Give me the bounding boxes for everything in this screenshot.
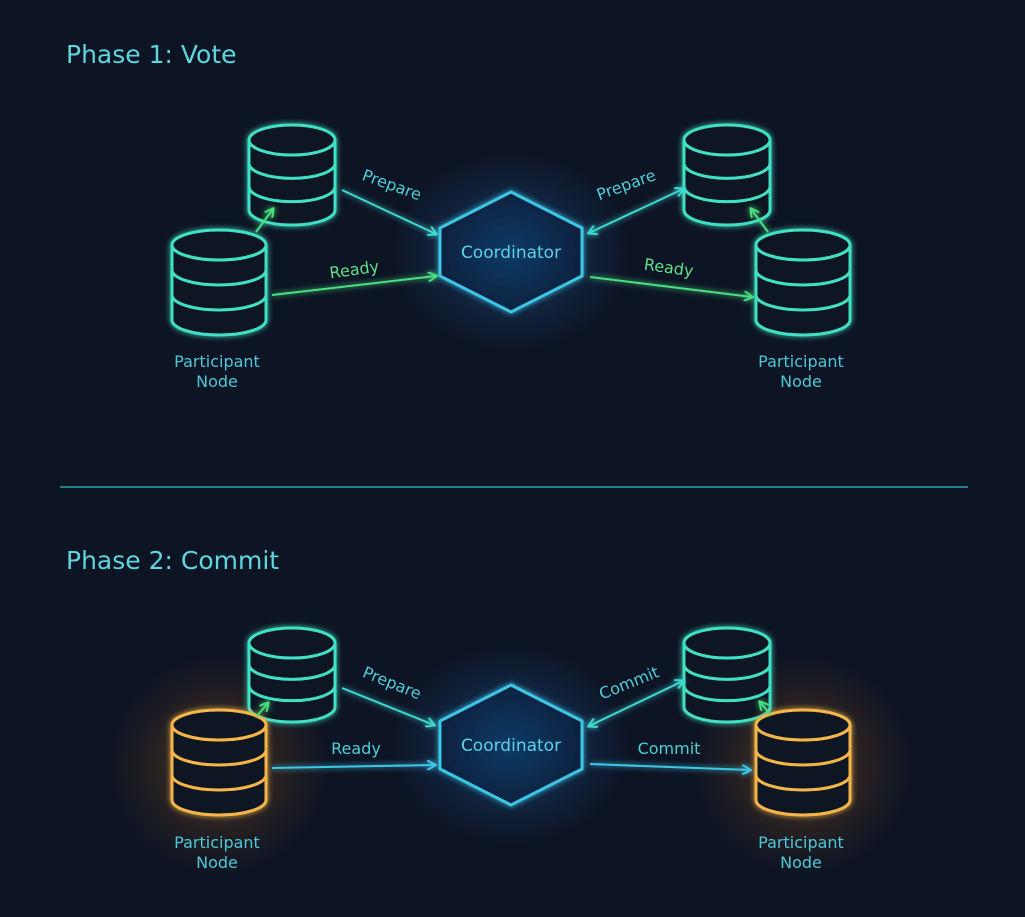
participant-label: Node [196, 853, 238, 872]
participant-label: Participant [758, 352, 844, 371]
arrow-ready-right [589, 276, 752, 297]
arrow-node-right [751, 209, 769, 233]
label-prepare-left: Prepare [360, 165, 424, 204]
coordinator-label: Coordinator [461, 243, 561, 263]
arrow-node-right [760, 702, 771, 715]
database-icon-replica-left [247, 123, 337, 227]
database-icon-participant-right [754, 228, 852, 337]
participant-label: Node [196, 372, 238, 391]
coordinator-hexagon [438, 190, 584, 314]
database-icon-replica-left [247, 626, 337, 724]
database-icon-participant-right [754, 708, 852, 817]
label-prepare-left: Prepare [360, 663, 424, 704]
coordinator-label: Coordinator [461, 736, 561, 756]
database-icon-participant-left [170, 708, 268, 817]
participant-label: Participant [174, 352, 260, 371]
coordinator-hexagon [438, 683, 584, 807]
label-prepare-right: Prepare [594, 165, 658, 204]
arrow-prepare-left [341, 687, 434, 725]
phase2-title: Phase 2: Commit [66, 546, 279, 575]
arrow-ready-left [271, 276, 436, 296]
participant-label: Node [780, 853, 822, 872]
label-ready-left: Ready [331, 739, 381, 758]
arrow-node-left [256, 703, 268, 717]
arrow-prepare-right [589, 189, 683, 233]
phase1-title: Phase 1: Vote [66, 40, 237, 69]
arrow-commit-right [589, 681, 683, 726]
arrow-ready-left [271, 765, 435, 768]
database-icon-participant-left [170, 228, 268, 337]
database-icon-replica-right [682, 123, 772, 227]
label-commit-right-bottom: Commit [638, 739, 701, 758]
arrow-prepare-left [341, 189, 436, 234]
label-commit-right: Commit [596, 662, 661, 703]
arrow-node-left [255, 209, 273, 233]
participant-label: Participant [758, 833, 844, 852]
participant-label: Participant [174, 833, 260, 852]
arrow-commit-right-bottom [589, 763, 750, 770]
label-ready-right: Ready [643, 255, 695, 281]
database-icon-replica-right [682, 626, 772, 724]
label-ready-left: Ready [328, 257, 380, 283]
participant-label: Node [780, 372, 822, 391]
